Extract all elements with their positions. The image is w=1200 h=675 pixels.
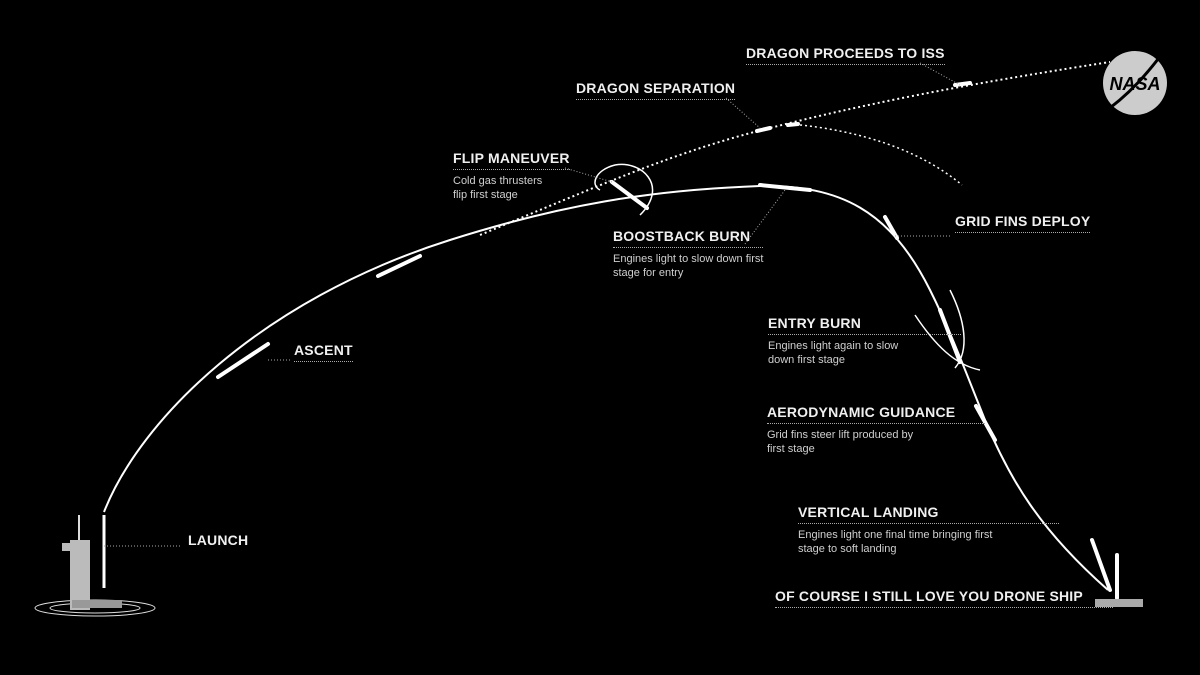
svg-text:NASA: NASA	[1109, 74, 1160, 94]
milestone-ascent: ASCENT	[294, 342, 353, 362]
milestone-title: VERTICAL LANDING	[798, 504, 1059, 524]
milestone-desc-line: Engines light to slow down first	[613, 253, 764, 265]
milestone-desc-line: flip first stage	[453, 189, 518, 201]
milestone-boostback-burn: BOOSTBACK BURN Engines light to slow dow…	[613, 228, 764, 280]
flip-arc	[594, 163, 654, 216]
milestone-title: GRID FINS DEPLOY	[955, 213, 1091, 233]
milestone-title: DRAGON PROCEEDS TO ISS	[746, 45, 945, 65]
milestone-desc-line: stage to soft landing	[798, 543, 897, 555]
milestone-vertical-landing: VERTICAL LANDING Engines light one final…	[798, 504, 1059, 556]
nasa-logo: NASA	[1099, 49, 1167, 117]
milestone-desc-line: Engines light again to slow	[768, 340, 899, 352]
milestone-title: OF COURSE I STILL LOVE YOU DRONE SHIP	[775, 588, 1113, 608]
milestone-dragon-separation: DRAGON SEPARATION	[576, 80, 736, 100]
milestone-desc-line: Engines light one final time bringing fi…	[798, 529, 993, 541]
milestone-title: ASCENT	[294, 342, 353, 362]
milestone-title: FLIP MANEUVER	[453, 150, 570, 170]
milestone-desc-line: first stage	[767, 443, 815, 455]
milestone-desc-line: Grid fins steer lift produced by	[767, 429, 914, 441]
leader-lines	[104, 62, 961, 547]
milestone-dragon-proceeds: DRAGON PROCEEDS TO ISS	[746, 45, 945, 65]
milestone-entry-burn: ENTRY BURN Engines light again to slow d…	[768, 315, 962, 367]
milestone-title: BOOSTBACK BURN	[613, 228, 764, 248]
launch-pad	[34, 515, 156, 617]
milestone-title: LAUNCH	[188, 532, 249, 548]
milestone-title: ENTRY BURN	[768, 315, 962, 335]
milestone-flip-maneuver: FLIP MANEUVER Cold gas thrusters flip fi…	[453, 150, 570, 202]
entry-burn-arc	[914, 289, 981, 371]
stage-markers	[216, 81, 1119, 600]
milestone-desc-line: Cold gas thrusters	[453, 175, 543, 187]
milestone-desc-line: down first stage	[768, 354, 846, 366]
milestone-grid-fins-deploy: GRID FINS DEPLOY	[955, 213, 1091, 233]
dragon-trajectory	[479, 61, 1111, 236]
milestone-title: DRAGON SEPARATION	[576, 80, 736, 100]
milestone-title: AERODYNAMIC GUIDANCE	[767, 404, 986, 424]
second-stage-trajectory	[789, 123, 963, 186]
milestone-launch: LAUNCH	[188, 532, 248, 548]
milestone-desc-line: stage for entry	[613, 267, 684, 279]
drone-ship	[1095, 599, 1143, 607]
milestone-drone-ship: OF COURSE I STILL LOVE YOU DRONE SHIP	[775, 588, 1113, 608]
milestone-aerodynamic-guidance: AERODYNAMIC GUIDANCE Grid fins steer lif…	[767, 404, 986, 456]
